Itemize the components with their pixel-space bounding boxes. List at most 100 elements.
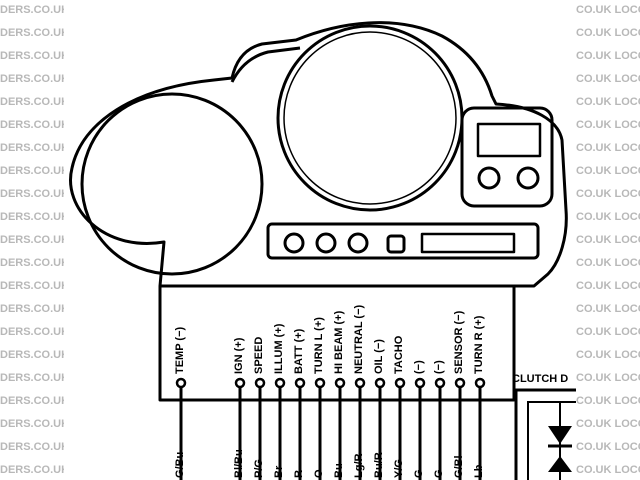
wire-color-label: Bl/Bu [233,449,245,478]
watermark-text: DERS.CO.UK [0,119,64,131]
pin-label: TEMP (−) [174,326,186,374]
wire-color-label: P/G [253,459,265,478]
pin-terminal [434,377,446,389]
pin-label: ILLUM (+) [273,323,285,374]
pin-terminal [334,377,346,389]
pin-terminal [314,377,326,389]
cluster-drawing [69,21,576,480]
warning-light-strip [266,222,540,260]
instrument-cluster-diagram: CLUTCH D TEMP (−) G/Bu IGN (+) Bl/Bu SPEED P/… [64,0,576,480]
watermark-text: CO.UK LOCOSTE [576,4,640,16]
pin-terminal [374,377,386,389]
pin-terminal [234,377,246,389]
pin-terminal [394,377,406,389]
watermark-text: CO.UK LOCOSTE [576,27,640,39]
cluster-housing [69,21,568,288]
pin-label: TACHO [393,335,405,374]
watermark-text: DERS.CO.UK [0,280,64,292]
watermark-text: CO.UK LOCOSTE [576,211,640,223]
wire-color-label: O [313,469,325,478]
pin-terminal [474,377,486,389]
watermark-text: DERS.CO.UK [0,73,64,85]
warning-lamp-4 [386,234,406,254]
connector-box [158,286,516,402]
watermark-text: DERS.CO.UK [0,50,64,62]
pin-label: TURN R (+) [473,315,485,374]
watermark-text: CO.UK LOCOSTE [576,464,640,476]
watermark-text: CO.UK LOCOSTE [576,188,640,200]
watermark-text: CO.UK LOCOSTE [576,50,640,62]
watermark-left: DERS.CO.UK DERS.CO.UK DERS.CO.UK DERS.CO.UK… [0,0,64,480]
watermark-text: DERS.CO.UK [0,464,64,476]
watermark-text: DERS.CO.UK [0,303,64,315]
watermark-text: CO.UK LOCOSTE [576,326,640,338]
watermark-text: DERS.CO.UK [0,372,64,384]
pin-terminal [254,377,266,389]
clutch-box [514,388,576,480]
watermark-text: DERS.CO.UK [0,211,64,223]
wire-color-label: Bu [333,463,345,478]
pin-terminal [175,377,187,389]
pin-label: BATT (+) [293,328,305,374]
wire-color-label: Br [273,465,285,478]
wire-color-label: Bu/R [373,452,385,478]
pin-terminal [294,377,306,389]
pin-label: (−) [433,360,445,374]
clutch-diode-symbol [548,426,572,444]
watermark-text: DERS.CO.UK [0,418,64,430]
watermark-text: CO.UK LOCOSTE [576,441,640,453]
pin-terminal [274,377,286,389]
pin-terminal [414,377,426,389]
display-module [460,106,554,208]
clutch-diode-title: CLUTCH D [512,373,569,385]
watermark-text: DERS.CO.UK [0,441,64,453]
watermark-text: DERS.CO.UK [0,395,64,407]
warning-lamp-3 [347,232,369,254]
pin-label: HI BEAM (+) [333,310,345,374]
wire-color-label: G/Bl [453,455,465,478]
watermark-text: CO.UK LOCOSTE [576,303,640,315]
wire-color-label: Lg/R [353,453,365,478]
watermark-text: CO.UK LOCOSTE [576,119,640,131]
watermark-text: DERS.CO.UK [0,188,64,200]
wire-color-label: Lb [473,464,485,478]
watermark-text: CO.UK LOCOSTE [576,234,640,246]
pin-label: (−) [413,360,425,374]
display-button-right [516,166,540,190]
lcd-window [476,122,542,158]
pin-label: NEUTRAL (−) [353,304,365,374]
wire-color-label: G [413,469,425,478]
cluster-housing-inner [230,46,301,83]
watermark-text: CO.UK LOCOSTE [576,96,640,108]
wire-color-label: R [293,470,305,478]
warning-lamp-2 [315,232,337,254]
watermark-text: DERS.CO.UK [0,257,64,269]
pin-terminal [454,377,466,389]
watermark-text: DERS.CO.UK [0,4,64,16]
pin-label: TURN L (+) [313,317,325,374]
pin-terminal [354,377,366,389]
watermark-text: CO.UK LOCOSTE [576,395,640,407]
watermark-text: CO.UK LOCOSTE [576,349,640,361]
left-gauge [80,92,264,276]
warning-lamp-1 [283,232,305,254]
wire-color-label: Y/G [393,459,405,478]
watermark-text: DERS.CO.UK [0,349,64,361]
watermark-text: CO.UK LOCOSTE [576,418,640,430]
watermark-text: DERS.CO.UK [0,96,64,108]
wire-color-label: G [433,469,445,478]
watermark-text: DERS.CO.UK [0,326,64,338]
watermark-text: CO.UK LOCOSTE [576,257,640,269]
watermark-text: CO.UK LOCOSTE [576,372,640,384]
pin-label: SPEED [253,336,265,374]
watermark-text: DERS.CO.UK [0,234,64,246]
pin-label: IGN (+) [233,337,245,374]
watermark-right: CO.UK LOCOSTE CO.UK LOCOSTE CO.UK LOCOSTE C… [576,0,640,480]
right-gauge [276,24,464,212]
pin-label: SENSOR (−) [453,310,465,374]
watermark-text: CO.UK LOCOSTE [576,142,640,154]
watermark-text: DERS.CO.UK [0,165,64,177]
watermark-text: DERS.CO.UK [0,27,64,39]
wire-color-label: G/Bu [174,451,186,478]
display-button-left [477,166,501,190]
